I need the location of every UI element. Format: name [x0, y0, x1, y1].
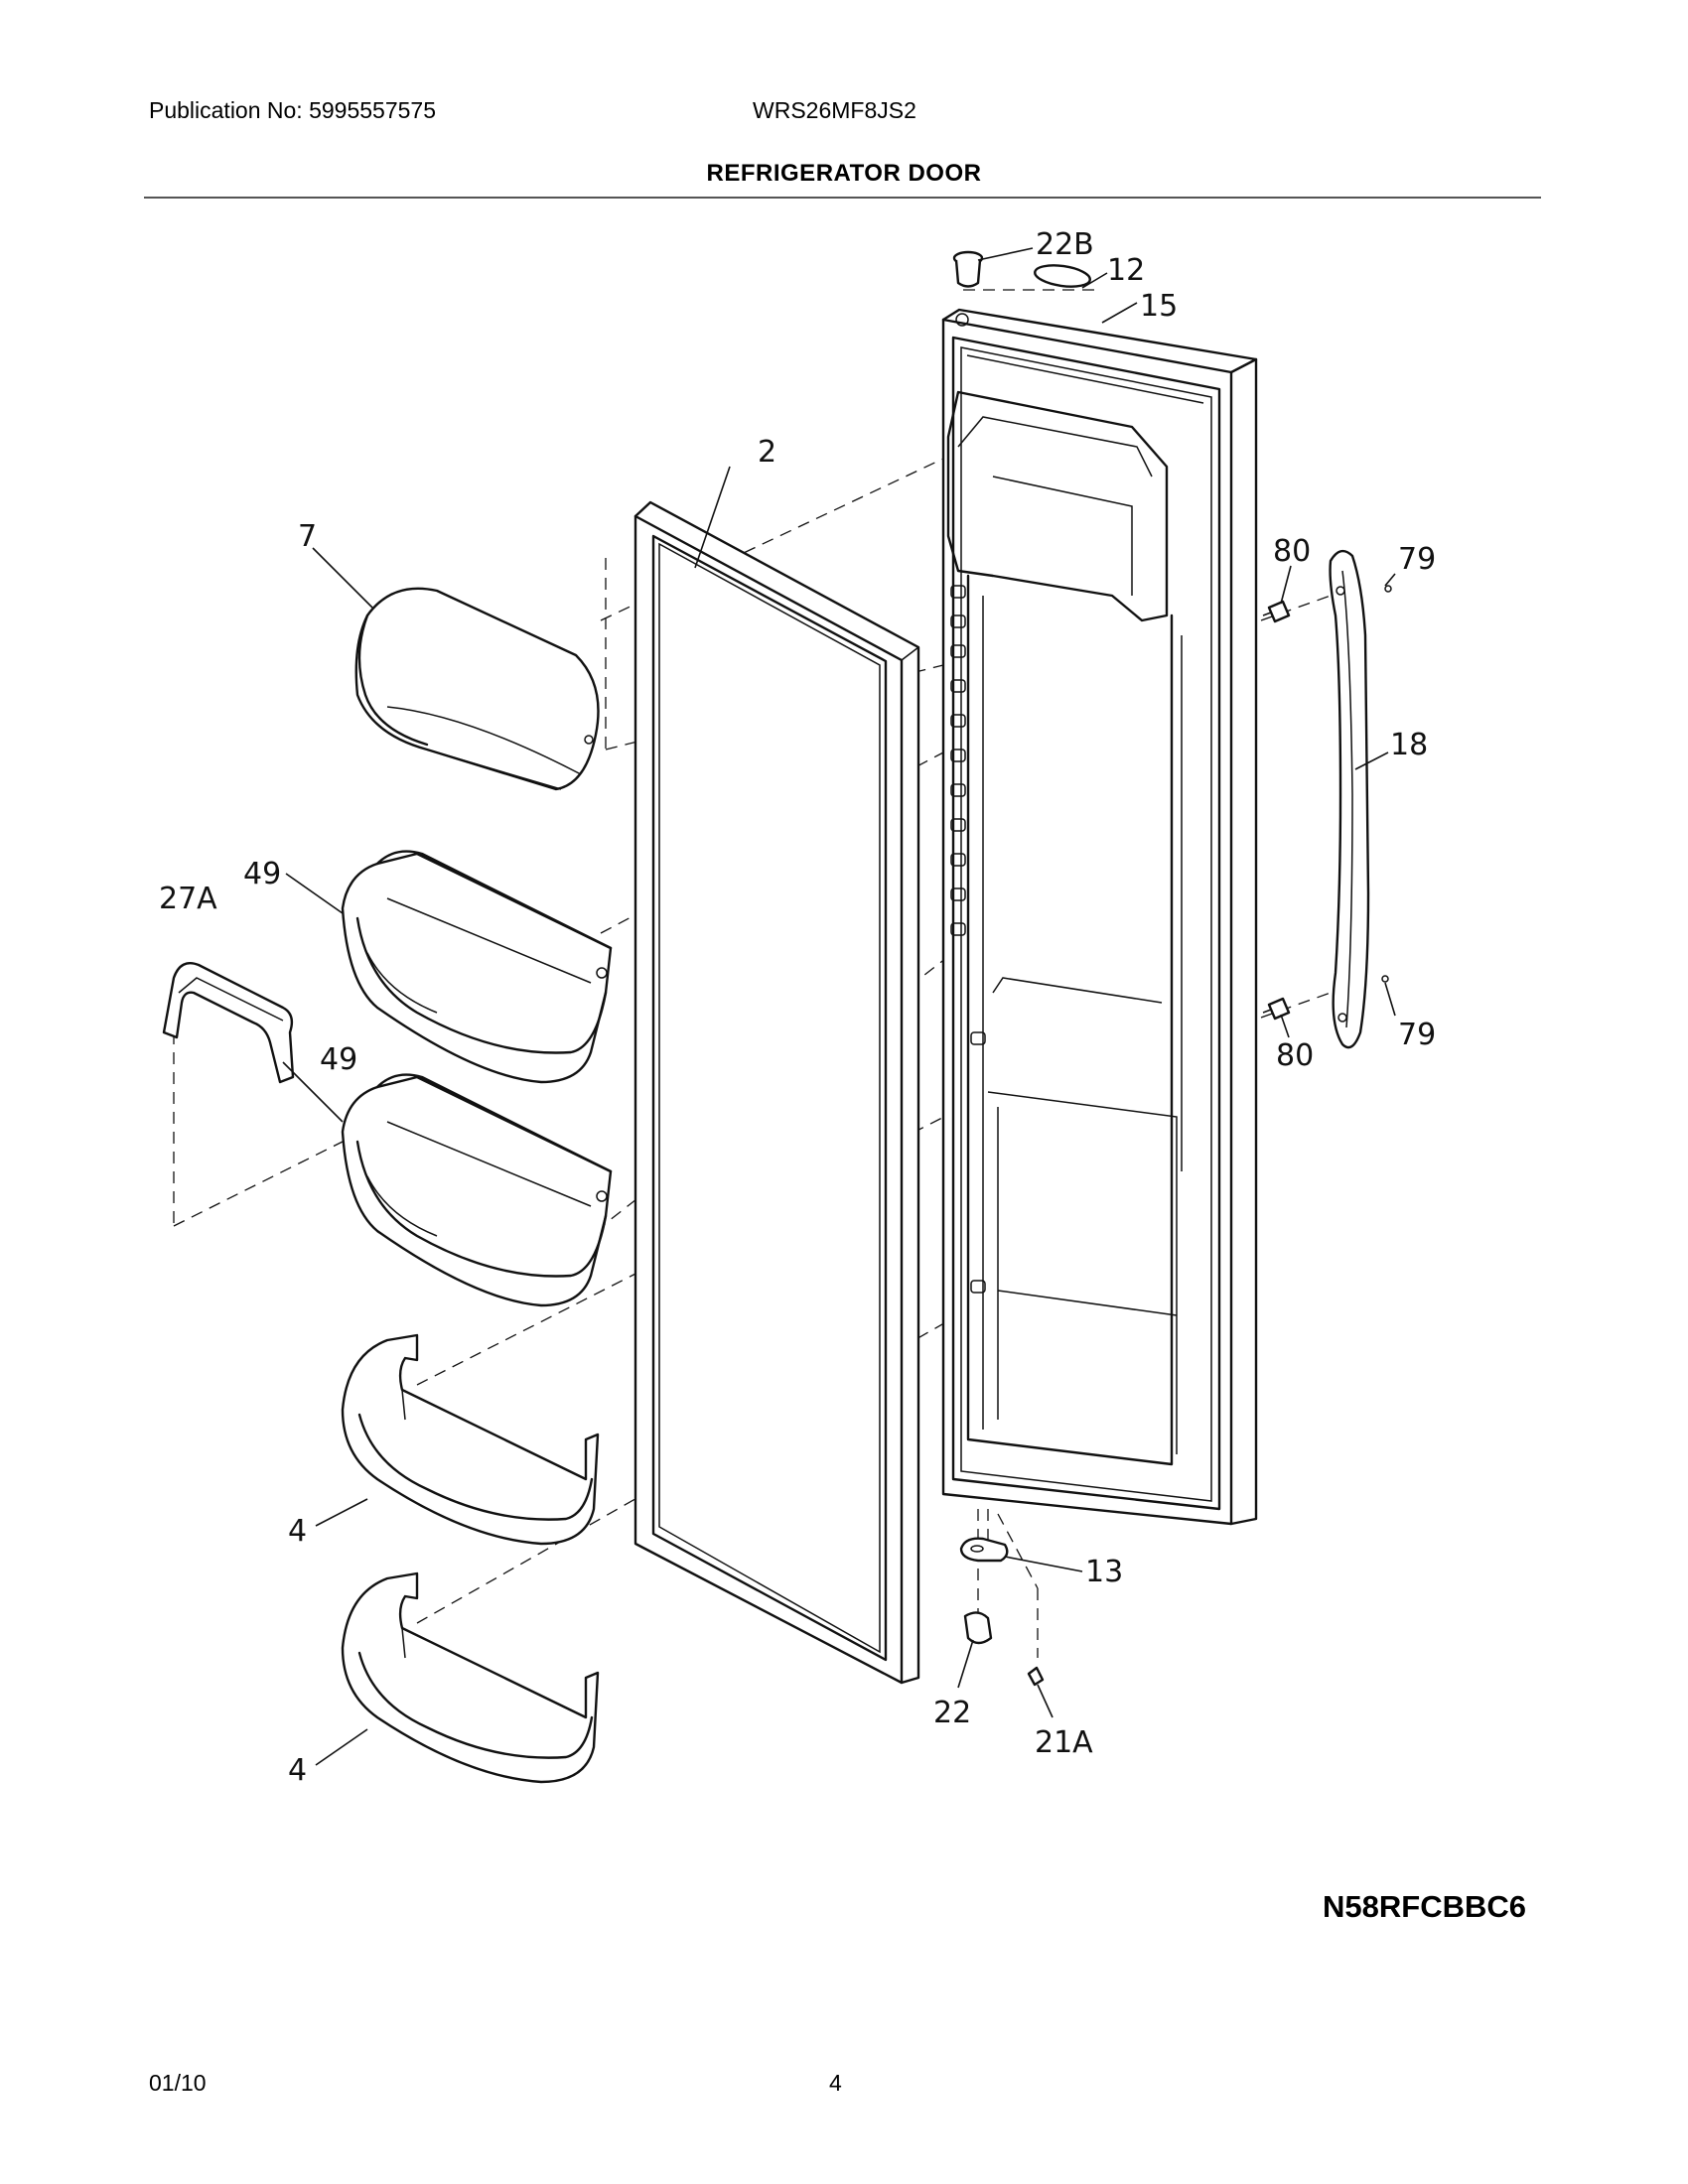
part-49-bin-lower — [341, 1073, 613, 1307]
part-22-bushing — [963, 1611, 993, 1645]
part-7-dairy-cover — [354, 587, 600, 791]
part-4-shelf-upper — [341, 1333, 600, 1546]
page-number: 4 — [829, 2070, 842, 2096]
callout-79-lower: 79 — [1398, 1018, 1436, 1052]
leader-lines — [282, 247, 1396, 1766]
page-title: REFRIGERATOR DOOR — [706, 160, 982, 187]
model-number: WRS26MF8JS2 — [753, 97, 916, 123]
part-15-door-liner — [941, 308, 1258, 1526]
callout-80-lower: 80 — [1276, 1038, 1314, 1073]
callout-18: 18 — [1390, 728, 1428, 762]
callout-22b: 22B — [1036, 227, 1094, 262]
part-13-hinge-plate — [959, 1537, 1009, 1563]
part-2-gasket — [633, 500, 920, 1685]
part-12-cap — [1034, 264, 1091, 288]
publication-date: 01/10 — [149, 2070, 207, 2096]
header-rule — [144, 197, 1541, 199]
part-79-screw-upper — [1384, 585, 1392, 593]
callout-7: 7 — [298, 519, 317, 554]
callout-21a: 21A — [1035, 1725, 1093, 1760]
callout-27a: 27A — [159, 882, 217, 916]
callout-49-lower: 49 — [320, 1042, 357, 1077]
callout-4-lower: 4 — [288, 1753, 307, 1788]
callout-22: 22 — [933, 1696, 971, 1730]
callout-4-upper: 4 — [288, 1514, 307, 1549]
publication-number: Publication No: 5995557575 — [149, 97, 437, 123]
part-80-mount-upper — [1262, 600, 1291, 623]
part-79-screw-lower — [1381, 975, 1389, 983]
diagram-code: N58RFCBBC6 — [1323, 1889, 1526, 1924]
callout-13: 13 — [1085, 1555, 1123, 1589]
callout-80-upper: 80 — [1273, 534, 1311, 569]
part-4-shelf-lower — [341, 1571, 600, 1784]
part-21a-screw — [1027, 1666, 1045, 1687]
callout-2: 2 — [758, 435, 776, 470]
callout-49-upper: 49 — [243, 857, 281, 891]
callout-12: 12 — [1107, 253, 1145, 288]
part-49-bin-upper — [341, 850, 613, 1084]
callout-labels: 22B 12 15 2 7 80 79 18 49 27A 49 80 79 4… — [159, 227, 1436, 1788]
part-18-door-handle — [1329, 549, 1370, 1049]
part-27a-handle — [162, 961, 295, 1084]
callout-15: 15 — [1140, 289, 1178, 324]
callout-79-upper: 79 — [1398, 542, 1436, 577]
part-80-mount-lower — [1262, 997, 1291, 1021]
part-22b-bushing — [952, 250, 984, 288]
